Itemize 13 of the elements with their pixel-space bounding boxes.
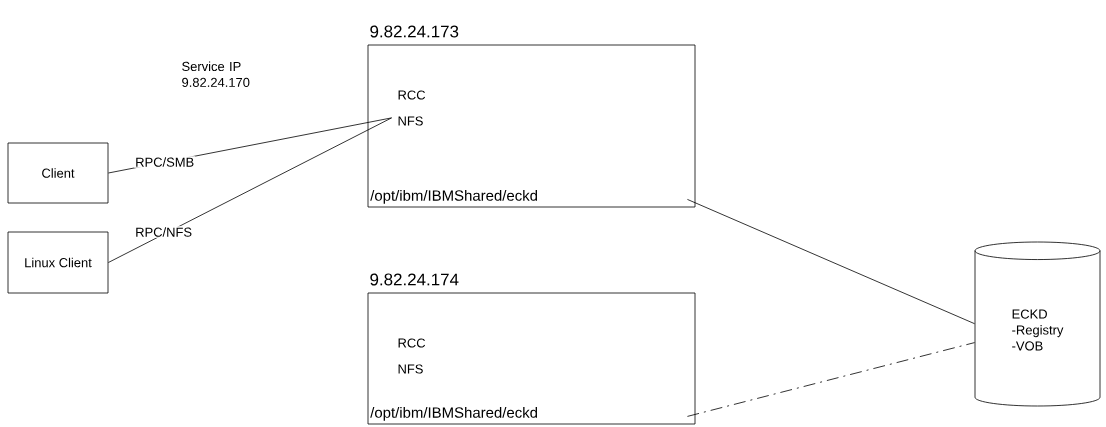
- ip-label: Service IP 9.82.24.170: [182, 61, 250, 87]
- server-box: 9.82.24.174 RCC NFS /opt/ibm/IBMShared/eckd: [367, 273, 696, 425]
- connector-line: [687, 199, 975, 325]
- edge-label: RPC/NFS: [134, 226, 194, 238]
- node-label: 9.82.24.173: [370, 25, 459, 38]
- server-box: 9.82.24.173 RCC NFS /opt/ibm/IBMShared/eckd: [367, 25, 696, 208]
- edge-label: RPC/SMB: [134, 156, 196, 168]
- client-box: Linux Client: [7, 231, 109, 294]
- disk-cylinder: ECKD -Registry -VOB: [974, 241, 1101, 407]
- connector-line: [108, 117, 392, 263]
- node-label: 9.82.24.174: [370, 273, 459, 286]
- connector-line: [687, 342, 975, 417]
- client-box: Client: [7, 142, 109, 204]
